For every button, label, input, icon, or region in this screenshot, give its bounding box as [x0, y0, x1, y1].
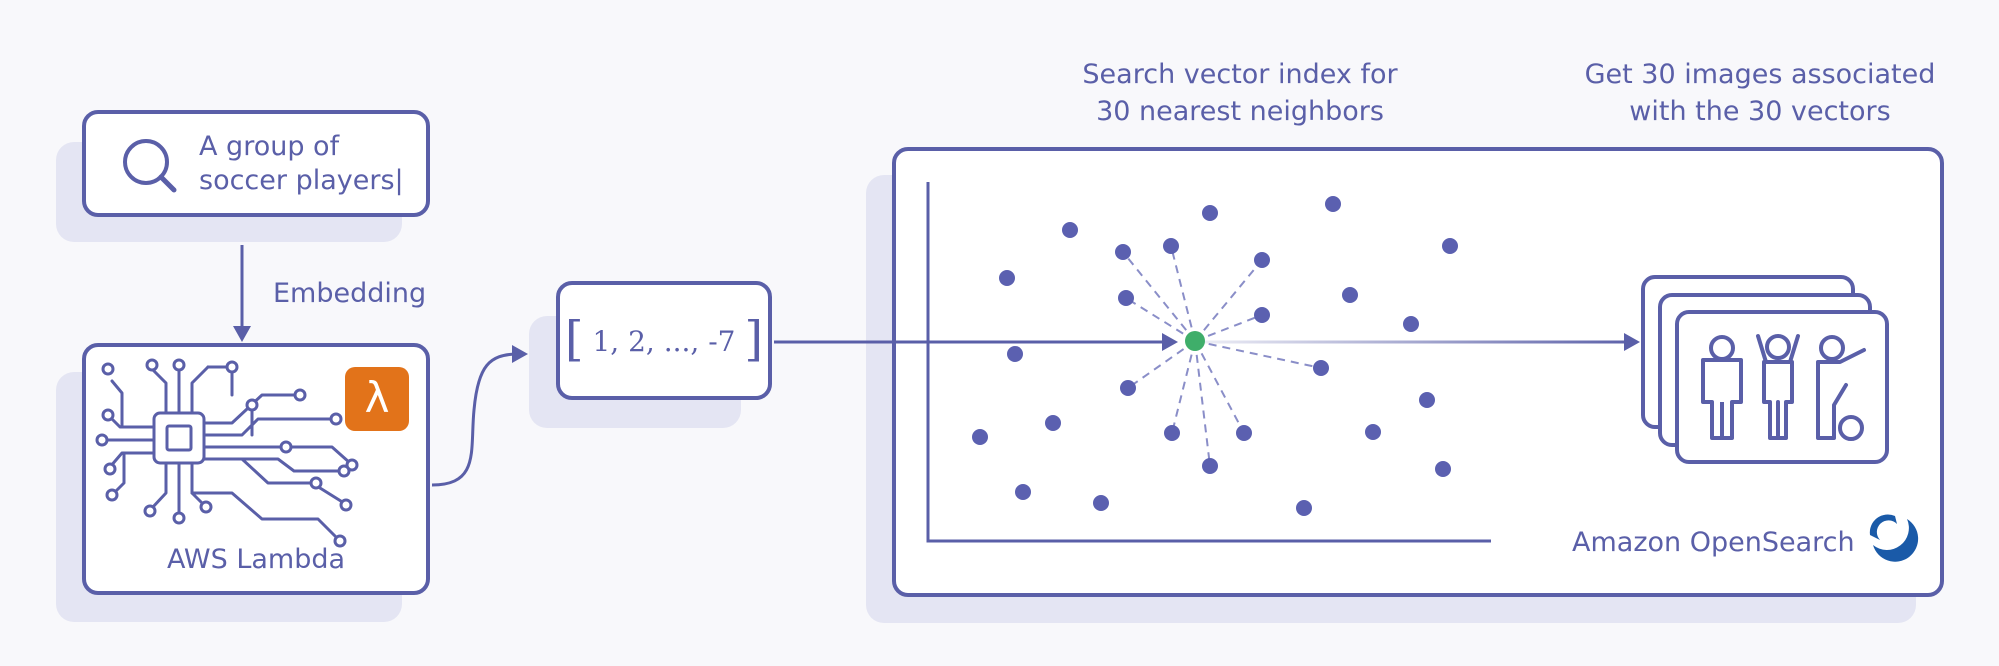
vector-to-query-arrow	[774, 333, 1178, 351]
vector-point	[1062, 222, 1078, 238]
vector-point	[1419, 392, 1435, 408]
vector-point	[1045, 415, 1061, 431]
scatter-axes	[926, 182, 1491, 543]
neighbor-lines	[1122, 245, 1322, 467]
vector-point	[1236, 425, 1252, 441]
result-images-stack	[1641, 275, 1889, 464]
circuit-chip-icon	[95, 358, 359, 548]
vector-point	[1118, 290, 1134, 306]
vector-point	[1115, 244, 1131, 260]
lambda-caption: AWS Lambda	[166, 544, 346, 575]
results-arrow	[1195, 333, 1640, 351]
vector-point	[1007, 346, 1023, 362]
opensearch-caption: Amazon OpenSearch	[1572, 527, 1855, 558]
search-step-line-2: 30 nearest neighbors	[1096, 96, 1384, 127]
vector-point	[1015, 484, 1031, 500]
vector-point	[1202, 458, 1218, 474]
vector-point	[1202, 205, 1218, 221]
vector-bracket-left: [	[564, 311, 584, 367]
search-icon	[123, 139, 177, 193]
search-query-line-1: A group of	[199, 131, 340, 162]
vector-point	[1254, 307, 1270, 323]
vector-point	[1164, 425, 1180, 441]
vector-point	[1435, 461, 1451, 477]
text-cursor: |	[394, 165, 404, 196]
vector-point	[1093, 495, 1109, 511]
lambda-logo-icon: λ	[345, 367, 409, 431]
vector-box: [ 1, 2, ..., -7 ]	[556, 281, 772, 400]
vector-text: 1, 2, ..., -7	[592, 325, 736, 358]
vector-point	[1442, 238, 1458, 254]
vector-point	[1254, 252, 1270, 268]
vector-points	[972, 196, 1458, 516]
lambda-to-vector-arrow	[431, 345, 528, 487]
embedding-arrow	[233, 245, 251, 342]
vector-value: [ 1, 2, ..., -7 ]	[560, 311, 768, 370]
images-step-line-1: Get 30 images associated	[1584, 59, 1936, 90]
lambda-box: λ AWS Lambda	[82, 343, 430, 595]
search-box[interactable]: A group of soccer players|	[82, 110, 430, 217]
vector-bracket-right: ]	[744, 311, 764, 367]
opensearch-logo-icon	[1869, 514, 1919, 562]
soccer-player-icon	[1816, 335, 1866, 441]
vector-point	[1325, 196, 1341, 212]
person-icon	[1701, 335, 1743, 440]
vector-point	[1342, 287, 1358, 303]
search-query-line-2: soccer players|	[199, 165, 404, 196]
vector-point	[999, 270, 1015, 286]
search-step-line-1: Search vector index for	[1082, 59, 1398, 90]
images-step-line-2: with the 30 vectors	[1629, 96, 1891, 127]
query-vector-point	[1185, 331, 1205, 351]
vector-point	[972, 429, 988, 445]
embedding-label: Embedding	[273, 278, 427, 309]
vector-point	[1296, 500, 1312, 516]
vector-point	[1313, 360, 1329, 376]
vector-point	[1120, 380, 1136, 396]
vector-point	[1365, 424, 1381, 440]
vector-point	[1163, 238, 1179, 254]
cheering-person-icon	[1756, 334, 1800, 440]
vector-point	[1403, 316, 1419, 332]
